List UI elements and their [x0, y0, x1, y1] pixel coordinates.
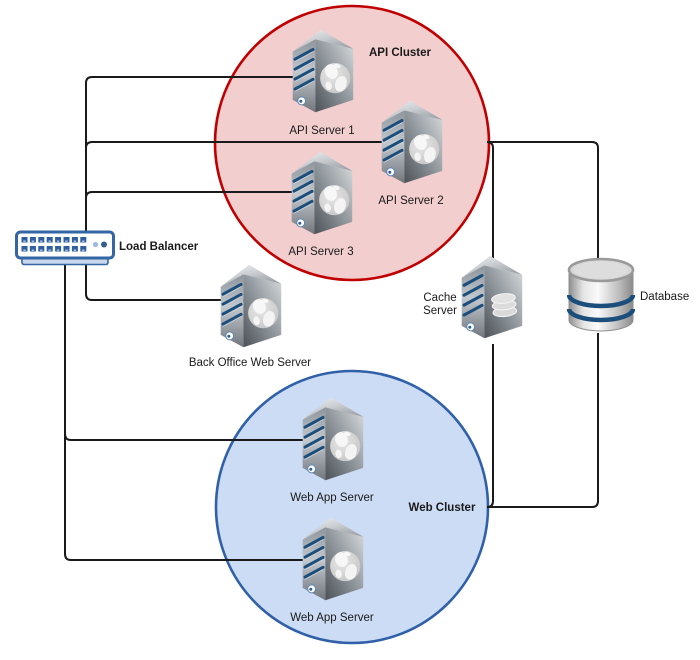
- edge-cache-web-cluster: [486, 344, 494, 508]
- edge-lb-api-server-2: [85, 141, 400, 240]
- edge-api-cluster-cache-top: [486, 141, 494, 262]
- database-label: Database: [640, 291, 689, 303]
- api-server-1-label: API Server 1: [289, 125, 354, 137]
- web-app-server-1-label: Web App Server: [290, 492, 374, 504]
- load-balancer-label: Load Balancer: [119, 241, 199, 253]
- load-balancer-icon: [15, 230, 115, 266]
- edge-api-cluster-database: [488, 141, 599, 258]
- api-server-3-label: API Server 3: [288, 246, 353, 258]
- cache-server-icon: [460, 254, 524, 340]
- edge-database-web-cluster: [487, 333, 599, 508]
- web-app-server-2-label: Web App Server: [290, 612, 374, 624]
- back-office-web-server-icon: [219, 263, 283, 349]
- connector-lines: [64, 76, 599, 561]
- database-icon: [569, 259, 633, 331]
- edge-lb-api-server-1: [85, 76, 322, 240]
- web-cluster-label: Web Cluster: [409, 502, 476, 514]
- cache-server-label-line2: Server: [423, 305, 457, 317]
- edge-lb-web-app-2: [64, 252, 322, 561]
- edge-lb-api-server-3: [85, 191, 322, 240]
- back-office-web-server-label: Back Office Web Server: [189, 357, 311, 369]
- edge-lb-back-office: [85, 252, 248, 301]
- api-cluster-label: API Cluster: [369, 47, 432, 59]
- cache-server-label-line1: Cache: [423, 292, 456, 304]
- api-server-2-label: API Server 2: [378, 195, 443, 207]
